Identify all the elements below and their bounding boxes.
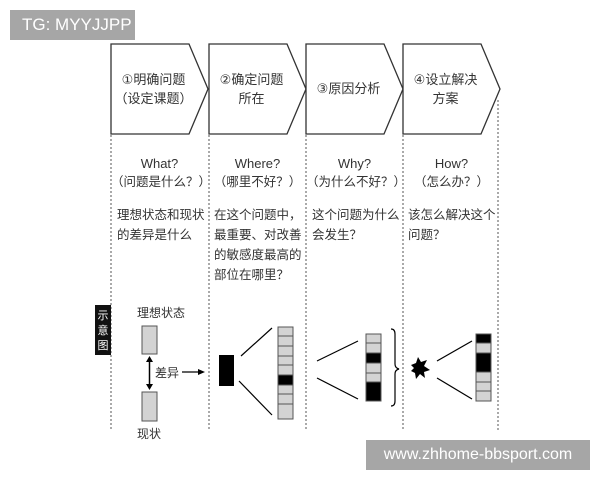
segmented-bar-2 (277, 326, 294, 420)
step-2-question: Where? （哪里不好？） (209, 155, 306, 191)
question-cn: （问题是什么？） (111, 174, 212, 189)
step-4-question: How? （怎么办？） (403, 155, 500, 191)
desc-line: 最重要、对改善 (214, 227, 302, 242)
step-3-label: ③原因分析 (306, 80, 391, 99)
step-box-2 (208, 43, 307, 135)
step-4-description: 该怎么解决这个 问题？ (408, 205, 496, 245)
segmented-bar-3 (365, 333, 382, 402)
current-state-label: 现状 (137, 427, 162, 441)
schematic-tag: 示意图 (95, 305, 111, 355)
segmented-bar-4 (475, 333, 492, 402)
step-4-subtitle: 方案 (432, 92, 459, 107)
question-cn: （哪里不好？） (213, 174, 302, 189)
step-2-label: ②确定问题 所在 (209, 71, 294, 109)
step-2-subtitle: 所在 (238, 92, 265, 107)
step-box-3 (305, 43, 404, 135)
step-1-description: 理想状态和现状 的差异是什么 (117, 205, 205, 245)
question-en: Why? (337, 156, 372, 171)
question-en: How? (434, 156, 469, 171)
question-en: What? (140, 156, 179, 171)
gap-label: 差异 (155, 366, 180, 380)
step-4-title: ④设立解决 (413, 73, 478, 88)
ideal-state-label: 理想状态 (137, 306, 186, 320)
desc-line: 该怎么解决这个 (408, 207, 496, 222)
desc-line: 会发生？ (312, 227, 363, 242)
question-cn: （怎么办？） (413, 174, 489, 189)
desc-line: 在这个问题中， (214, 207, 302, 222)
step-1-label: ①明确问题 （设定课题） (111, 71, 196, 109)
desc-line: 的差异是什么 (117, 227, 193, 242)
brace-icon (390, 328, 400, 407)
desc-line: 这个问题为什么 (312, 207, 400, 222)
desc-line: 问题？ (408, 227, 446, 242)
ideal-state-bar (141, 325, 158, 355)
desc-line: 部位在哪里？ (214, 267, 290, 282)
step-1-subtitle: （设定课题） (114, 92, 193, 107)
watermark-bottom: www.zhhome-bbsport.com (366, 440, 590, 470)
burst-icon (411, 357, 430, 379)
watermark-top: TG: MYYJJPP (10, 10, 135, 40)
desc-line: 的敏感度最高的 (214, 247, 302, 262)
step-box-1 (110, 43, 209, 135)
step-4-label: ④设立解决 方案 (403, 71, 488, 109)
current-state-bar (141, 391, 158, 422)
step-2-description: 在这个问题中， 最重要、对改善 的敏感度最高的 部位在哪里？ (214, 205, 302, 285)
arrow-right-icon (198, 369, 205, 375)
focus-block (219, 355, 234, 386)
question-cn: （为什么不好？） (306, 174, 407, 189)
step-3-question: Why? （为什么不好？） (306, 155, 407, 191)
step-2-title: ②确定问题 (219, 73, 284, 88)
step-1-question: What? （问题是什么？） (111, 155, 212, 191)
step-1-title: ①明确问题 (121, 73, 186, 88)
step-3-description: 这个问题为什么 会发生？ (312, 205, 400, 245)
step-box-4 (402, 43, 501, 135)
question-en: Where? (234, 156, 281, 171)
step-3-title: ③原因分析 (316, 82, 381, 97)
desc-line: 理想状态和现状 (117, 207, 205, 222)
